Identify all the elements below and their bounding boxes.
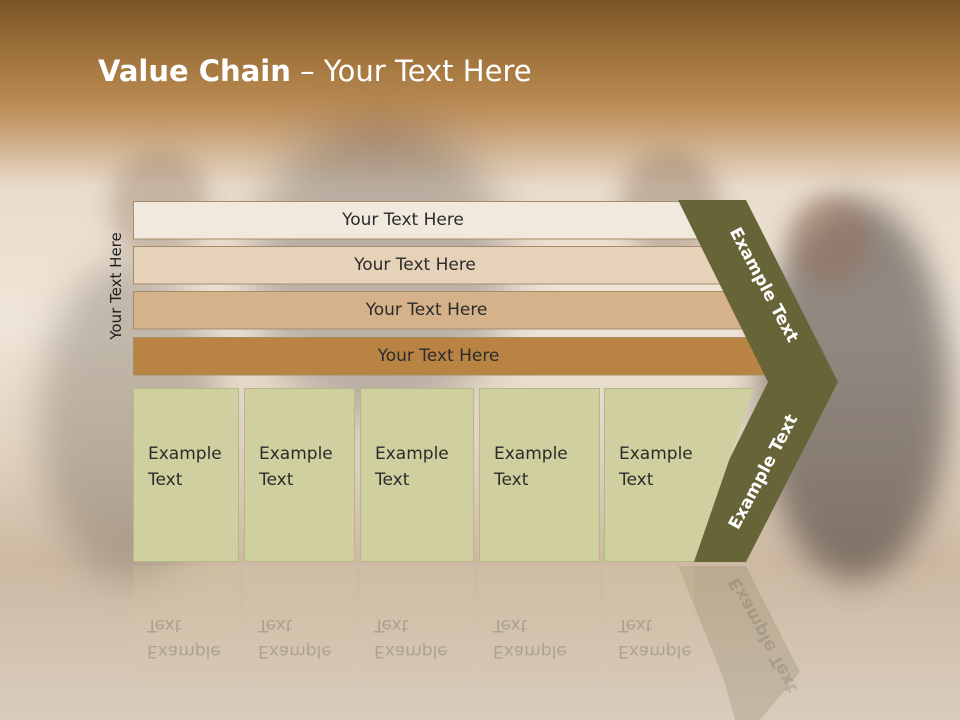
box-reflection-4: Example Text: [479, 566, 600, 716]
bar-4: Your Text Here: [133, 337, 794, 376]
box-text-line2: Text: [494, 470, 529, 490]
box-text-line2: Text: [619, 470, 654, 490]
box-reflection-5: Example Text: [604, 566, 694, 716]
background-figure: [790, 195, 870, 285]
chevron-reflection: [678, 566, 800, 720]
title-rest: – Your Text Here: [290, 54, 532, 88]
box-text-line1: Example: [494, 444, 568, 464]
box-text-line2: Text: [375, 470, 410, 490]
chevron-arrow: [678, 200, 838, 562]
bar-label: Your Text Here: [365, 300, 488, 320]
bar-label: Your Text Here: [342, 210, 464, 230]
box-text-line2: Text: [259, 470, 294, 490]
title-bold: Value Chain: [98, 54, 291, 88]
bar-label: Your Text Here: [354, 255, 476, 275]
reflection-text-line2: Text: [258, 615, 293, 635]
reflection-text-line1: Example: [493, 641, 567, 661]
reflection-text-line1: Example: [618, 641, 692, 661]
slide-title: Value Chain – Your Text Here: [98, 54, 532, 88]
bar-label: Your Text Here: [377, 346, 500, 366]
reflection-text-line2: Text: [618, 615, 653, 635]
box-text-line1: Example: [619, 444, 693, 464]
box-text-line1: Example: [259, 444, 333, 464]
reflection-text-line2: Text: [147, 615, 182, 635]
reflection-text-line2: Text: [493, 615, 528, 635]
box-reflection-2: Example Text: [244, 566, 355, 716]
reflection-text-line2: Text: [374, 615, 409, 635]
box-text-line1: Example: [375, 444, 449, 464]
box-reflection-1: Example Text: [133, 566, 239, 716]
reflection-text-line1: Example: [374, 641, 448, 661]
box-text-line2: Text: [148, 470, 183, 490]
box-text-line1: Example: [148, 444, 222, 464]
reflection-text-line1: Example: [147, 641, 221, 661]
reflection-text-line1: Example: [258, 641, 332, 661]
box-reflection-3: Example Text: [360, 566, 474, 716]
